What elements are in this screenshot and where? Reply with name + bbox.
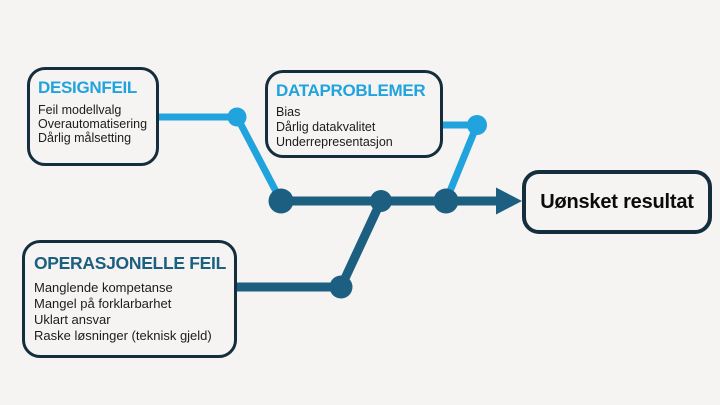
list-item: Raske løsninger (teknisk gjeld) [34,328,212,343]
list-item: Mangel på forklarbarhet [34,296,172,311]
list-item: Overautomatisering [38,116,148,131]
list-item: Dårlig datakvalitet [276,119,376,134]
result-label: Uønsket resultat [540,190,694,213]
operasjonelle-feil-box: OPERASJONELLE FEIL Manglende kompetanse … [22,240,237,358]
junction-node [329,275,353,299]
junction-node [467,115,487,135]
designfeil-title: DESIGNFEIL [38,78,138,97]
designfeil-items: Feil modellvalg Overautomatisering Dårli… [38,103,152,145]
list-item: Manglende kompetanse [34,280,173,295]
junction-node [433,188,459,214]
list-item: Bias [276,105,301,119]
list-item: Feil modellvalg [38,103,122,117]
arrowhead-icon [496,187,522,215]
list-item: Dårlig målsetting [38,130,132,145]
designfeil-box: DESIGNFEIL Feil modellvalg Overautomatis… [27,67,159,166]
list-item: Underrepresentasjon [276,134,393,149]
dataproblemer-title: DATAPROBLEMER [276,81,426,100]
operasjonelle-feil-title: OPERASJONELLE FEIL [34,253,226,273]
junction-node [370,190,392,212]
operasjonelle-connector-line [237,199,386,292]
designfeil-connector-line [159,113,285,203]
dataproblemer-items: Bias Dårlig datakvalitet Underrepresenta… [276,105,436,149]
operasjonelle-feil-items: Manglende kompetanse Mangel på forklarba… [34,280,230,344]
dataproblemer-box: DATAPROBLEMER Bias Dårlig datakvalitet U… [265,70,443,158]
junction-node [268,188,294,214]
result-box: Uønsket resultat [522,170,712,234]
junction-node [227,107,247,127]
list-item: Uklart ansvar [34,312,111,327]
